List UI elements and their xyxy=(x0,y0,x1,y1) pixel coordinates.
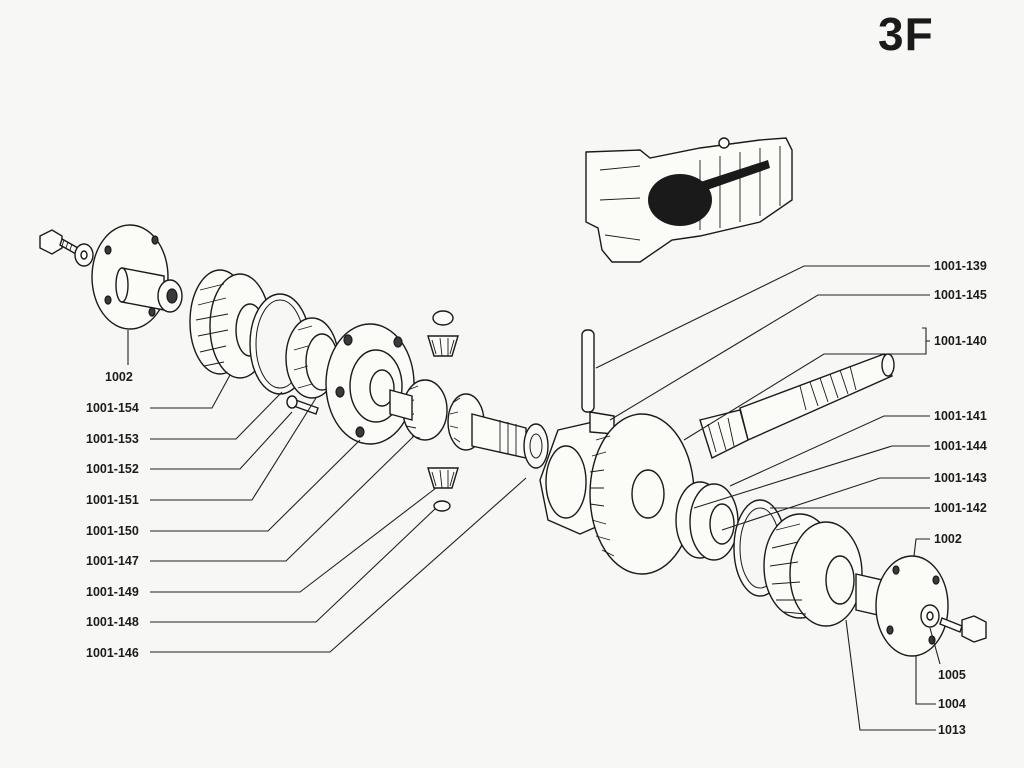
bolt-1005-left xyxy=(39,229,94,267)
washer-1001-148 xyxy=(433,500,451,512)
callout-1002-right: 1002 xyxy=(934,532,962,546)
bearing-1001-143 xyxy=(675,481,739,561)
callout-1001-149: 1001-149 xyxy=(86,585,139,599)
leader-lines xyxy=(127,265,941,731)
page-code: 3F xyxy=(878,8,934,60)
transmission-housing-inset xyxy=(585,137,793,263)
callout-1001-148: 1001-148 xyxy=(86,615,139,629)
crown-wheel-1001-144 xyxy=(589,413,695,575)
pinion-gear-top xyxy=(427,310,459,357)
pin-1001-139 xyxy=(581,329,595,413)
callout-1001-154: 1001-154 xyxy=(86,401,139,415)
bolt-1001-152 xyxy=(286,395,319,415)
bearing-adjuster-1013 xyxy=(763,513,863,627)
pinion-gear-1001-149 xyxy=(427,467,459,489)
side-gear-1001-147 xyxy=(389,379,448,441)
callout-1001-139: 1001-139 xyxy=(934,259,987,273)
bolt-1005-right xyxy=(939,615,987,643)
flange-1002-left xyxy=(91,224,183,330)
callout-1001-141: 1001-141 xyxy=(934,409,987,423)
callout-1001-147: 1001-147 xyxy=(86,554,139,568)
splined-shaft-1001-146 xyxy=(471,413,549,469)
callout-1001-153: 1001-153 xyxy=(86,432,139,446)
callout-1001-142: 1001-142 xyxy=(934,501,987,515)
callout-1001-144: 1001-144 xyxy=(934,439,987,453)
callout-1001-140: 1001-140 xyxy=(934,334,987,348)
callout-1004: 1004 xyxy=(938,697,966,711)
callout-1013: 1013 xyxy=(938,723,966,737)
callout-1005: 1005 xyxy=(938,668,966,682)
callout-1002-left: 1002 xyxy=(105,370,133,384)
callout-1001-150: 1001-150 xyxy=(86,524,139,538)
washer-1004 xyxy=(920,604,940,628)
callout-1001-152: 1001-152 xyxy=(86,462,139,476)
callout-1001-146: 1001-146 xyxy=(86,646,139,660)
callout-1001-145: 1001-145 xyxy=(934,288,987,302)
callout-1001-151: 1001-151 xyxy=(86,493,139,507)
flange-1002-right xyxy=(855,555,949,657)
pinion-shaft-1001-140 xyxy=(699,353,895,459)
differential-cover-1001-150 xyxy=(325,323,415,445)
callout-1001-143: 1001-143 xyxy=(934,471,987,485)
